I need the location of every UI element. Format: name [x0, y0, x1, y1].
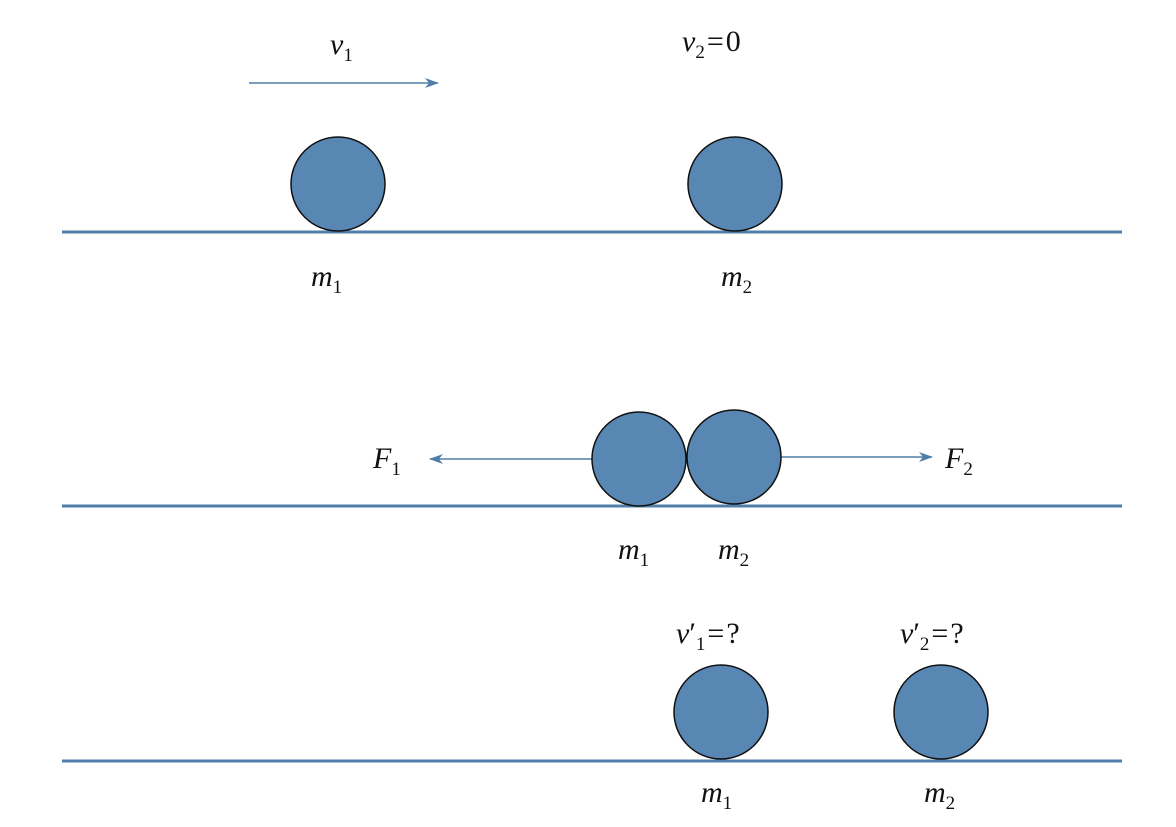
label-m2-panel1: m2	[721, 260, 753, 298]
label-f1: F1	[373, 442, 401, 480]
label-m1-panel3: m1	[701, 776, 733, 814]
label-f2: F2	[945, 442, 973, 480]
label-v2-prime: v′2=?	[900, 617, 964, 655]
ball-m1-panel2	[591, 411, 687, 507]
ball-m2-panel3	[893, 664, 989, 760]
ball-m2-panel2	[686, 409, 782, 505]
label-m2-panel2: m2	[718, 533, 750, 571]
label-v2-equals-0: v2=0	[682, 25, 741, 63]
ball-m2-panel1	[687, 136, 783, 232]
label-m1-panel2: m1	[618, 533, 650, 571]
label-v1: v1	[330, 28, 353, 66]
ball-m1-panel3	[673, 664, 769, 760]
label-m2-panel3: m2	[924, 776, 956, 814]
ball-m1-panel1	[290, 136, 386, 232]
label-m1-panel1: m1	[311, 260, 343, 298]
label-v1-prime: v′1=?	[676, 617, 740, 655]
